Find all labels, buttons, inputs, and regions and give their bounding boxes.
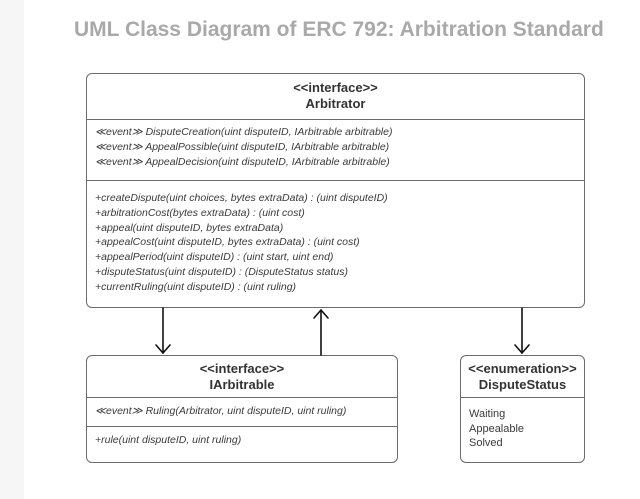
- method-line: +currentRuling(uint disputeID) : (uint r…: [95, 280, 297, 293]
- class-arbitrator: <<interface>> Arbitrator ≪event≫ Dispute…: [86, 73, 585, 308]
- event-line: ≪event≫ DisputeCreation(uint disputeID, …: [95, 126, 393, 138]
- enum-dispute-status: <<enumeration>> DisputeStatus Waiting Ap…: [460, 355, 585, 463]
- events-section: ≪event≫ DisputeCreation(uint disputeID, …: [87, 120, 584, 181]
- class-stereotype: <<interface>>: [293, 80, 378, 95]
- diagram-title: UML Class Diagram of ERC 792: Arbitratio…: [74, 18, 604, 41]
- arrow-iarbitrable-to-arbitrator: [313, 309, 329, 356]
- method-line: +createDispute(uint choices, bytes extra…: [95, 192, 388, 204]
- events-section: ≪event≫ Ruling(Arbitrator, uint disputeI…: [87, 398, 397, 427]
- event-line: ≪event≫ Ruling(Arbitrator, uint disputeI…: [95, 405, 347, 417]
- methods-section: +createDispute(uint choices, bytes extra…: [87, 181, 584, 301]
- event-line: ≪event≫ AppealDecision(uint disputeID, I…: [95, 155, 390, 168]
- enum-value: Appealable: [469, 422, 525, 435]
- class-stereotype: <<interface>>: [199, 361, 285, 376]
- class-header: <<interface>> IArbitrable: [87, 356, 397, 398]
- enum-value: Waiting: [469, 408, 506, 420]
- method-line: +arbitrationCost(bytes extraData) : (uin…: [95, 206, 305, 219]
- class-header: <<interface>> Arbitrator: [87, 74, 584, 120]
- enum-header: <<enumeration>> DisputeStatus: [461, 356, 584, 398]
- method-line: +appealPeriod(uint disputeID) : (uint st…: [95, 251, 334, 264]
- method-line: +appeal(uint disputeID, bytes extraData): [95, 221, 284, 234]
- class-name: IArbitrable: [209, 377, 275, 392]
- enum-values-section: Waiting Appealable Solved: [461, 398, 584, 457]
- method-line: +disputeStatus(uint disputeID) : (Disput…: [95, 265, 348, 278]
- enum-stereotype: <<enumeration>>: [468, 361, 577, 376]
- methods-section: +rule(uint disputeID, uint ruling): [87, 427, 397, 454]
- event-line: ≪event≫ AppealPossible(uint disputeID, I…: [95, 140, 390, 153]
- method-line: +appealCost(uint disputeID, bytes extraD…: [95, 236, 360, 249]
- arrow-arbitrator-to-dispute-status: [514, 307, 530, 354]
- enum-name: DisputeStatus: [478, 377, 567, 392]
- class-name: Arbitrator: [305, 96, 366, 111]
- enum-value: Solved: [469, 437, 503, 449]
- method-line: +rule(uint disputeID, uint ruling): [95, 434, 242, 446]
- arrow-arbitrator-to-iarbitrable: [155, 307, 171, 354]
- class-iarbitrable: <<interface>> IArbitrable ≪event≫ Ruling…: [86, 355, 398, 463]
